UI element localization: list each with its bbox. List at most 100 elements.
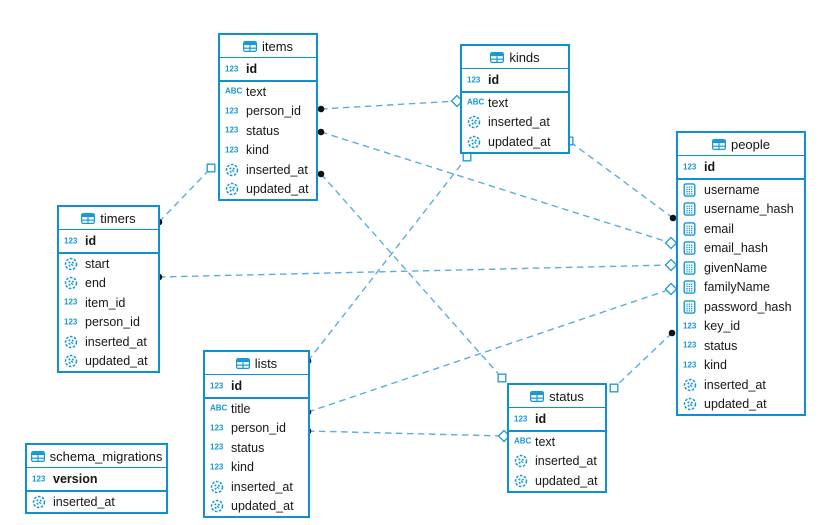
column-updated_at[interactable]: updated_at <box>205 497 308 517</box>
table-header-people[interactable]: people <box>678 133 804 156</box>
relation-one-end-diamond <box>664 236 678 250</box>
table-header-kinds[interactable]: kinds <box>462 46 568 69</box>
column-updated_at[interactable]: updated_at <box>678 395 804 415</box>
column-inserted_at[interactable]: inserted_at <box>59 332 158 352</box>
relation-people-status-to-status[interactable] <box>609 329 676 393</box>
binary-data-icon <box>683 260 700 275</box>
relation-lists-kind-to-kinds[interactable] <box>304 152 472 365</box>
relation-line[interactable] <box>158 167 212 223</box>
column-label: kind <box>231 460 254 475</box>
number-type-icon: 123 <box>225 125 239 135</box>
relation-line[interactable] <box>568 140 674 219</box>
number-type-icon: 123 <box>210 462 224 472</box>
column-updated_at[interactable]: updated_at <box>462 132 568 152</box>
table-header-lists[interactable]: lists <box>205 352 308 375</box>
table-icon <box>30 450 45 462</box>
relation-line[interactable] <box>307 288 672 413</box>
relation-lists-person-to-people[interactable] <box>304 282 678 416</box>
column-label: person_id <box>85 315 140 330</box>
table-header-status[interactable]: status <box>509 385 605 408</box>
column-givenName[interactable]: givenName <box>678 258 804 278</box>
column-email[interactable]: email <box>678 219 804 239</box>
column-kind[interactable]: 123 kind <box>205 458 308 478</box>
relation-line[interactable] <box>307 430 505 437</box>
column-password_hash[interactable]: password_hash <box>678 297 804 317</box>
column-updated_at[interactable]: updated_at <box>59 352 158 372</box>
column-username_hash[interactable]: username_hash <box>678 200 804 220</box>
relation-lists-status-to-status[interactable] <box>304 427 511 443</box>
relation-items-status-to-status[interactable] <box>317 170 507 383</box>
table-name: items <box>261 38 294 54</box>
column-label: status <box>246 123 280 138</box>
relation-timers-person-to-people[interactable] <box>155 258 678 281</box>
column-updated_at[interactable]: updated_at <box>509 471 605 491</box>
table-header-timers[interactable]: timers <box>59 207 158 230</box>
primary-key-label: id <box>85 234 97 248</box>
relation-line[interactable] <box>158 264 672 278</box>
relation-people-kind-to-kinds[interactable] <box>564 136 677 222</box>
column-label: inserted_at <box>704 377 766 392</box>
column-updated_at[interactable]: updated_at <box>220 180 316 200</box>
column-inserted_at[interactable]: inserted_at <box>509 452 605 472</box>
column-end[interactable]: end <box>59 274 158 294</box>
relation-items-person-to-people[interactable] <box>317 128 678 250</box>
relation-line[interactable] <box>320 173 503 379</box>
relation-line[interactable] <box>613 332 673 389</box>
relation-items-kind-to-kinds[interactable] <box>317 94 464 113</box>
table-header-schema_migrations[interactable]: schema_migrations <box>27 445 166 468</box>
datetime-clock-icon <box>225 163 242 177</box>
column-inserted_at[interactable]: inserted_at <box>678 375 804 395</box>
table-name: kinds <box>509 49 540 65</box>
relation-many-end-dot <box>669 214 677 222</box>
column-start[interactable]: start <box>59 254 158 274</box>
column-inserted_at[interactable]: inserted_at <box>462 113 568 133</box>
column-label: kind <box>246 143 269 158</box>
relation-line[interactable] <box>320 100 458 110</box>
column-status[interactable]: 123 status <box>220 121 316 141</box>
number-type-icon: 123 <box>32 474 46 483</box>
table-icon <box>711 138 726 150</box>
column-label: inserted_at <box>85 334 147 349</box>
relation-timers-item-to-items[interactable] <box>155 163 216 226</box>
column-username[interactable]: username <box>678 180 804 200</box>
relation-line[interactable] <box>320 131 672 244</box>
column-label: email_hash <box>704 241 768 256</box>
relation-line[interactable] <box>307 156 468 362</box>
column-inserted_at[interactable]: inserted_at <box>220 160 316 180</box>
column-email_hash[interactable]: email_hash <box>678 239 804 259</box>
column-inserted_at[interactable]: inserted_at <box>205 477 308 497</box>
table-header-items[interactable]: items <box>220 35 316 58</box>
column-familyName[interactable]: familyName <box>678 278 804 298</box>
column-inserted_at[interactable]: inserted_at <box>27 492 166 512</box>
